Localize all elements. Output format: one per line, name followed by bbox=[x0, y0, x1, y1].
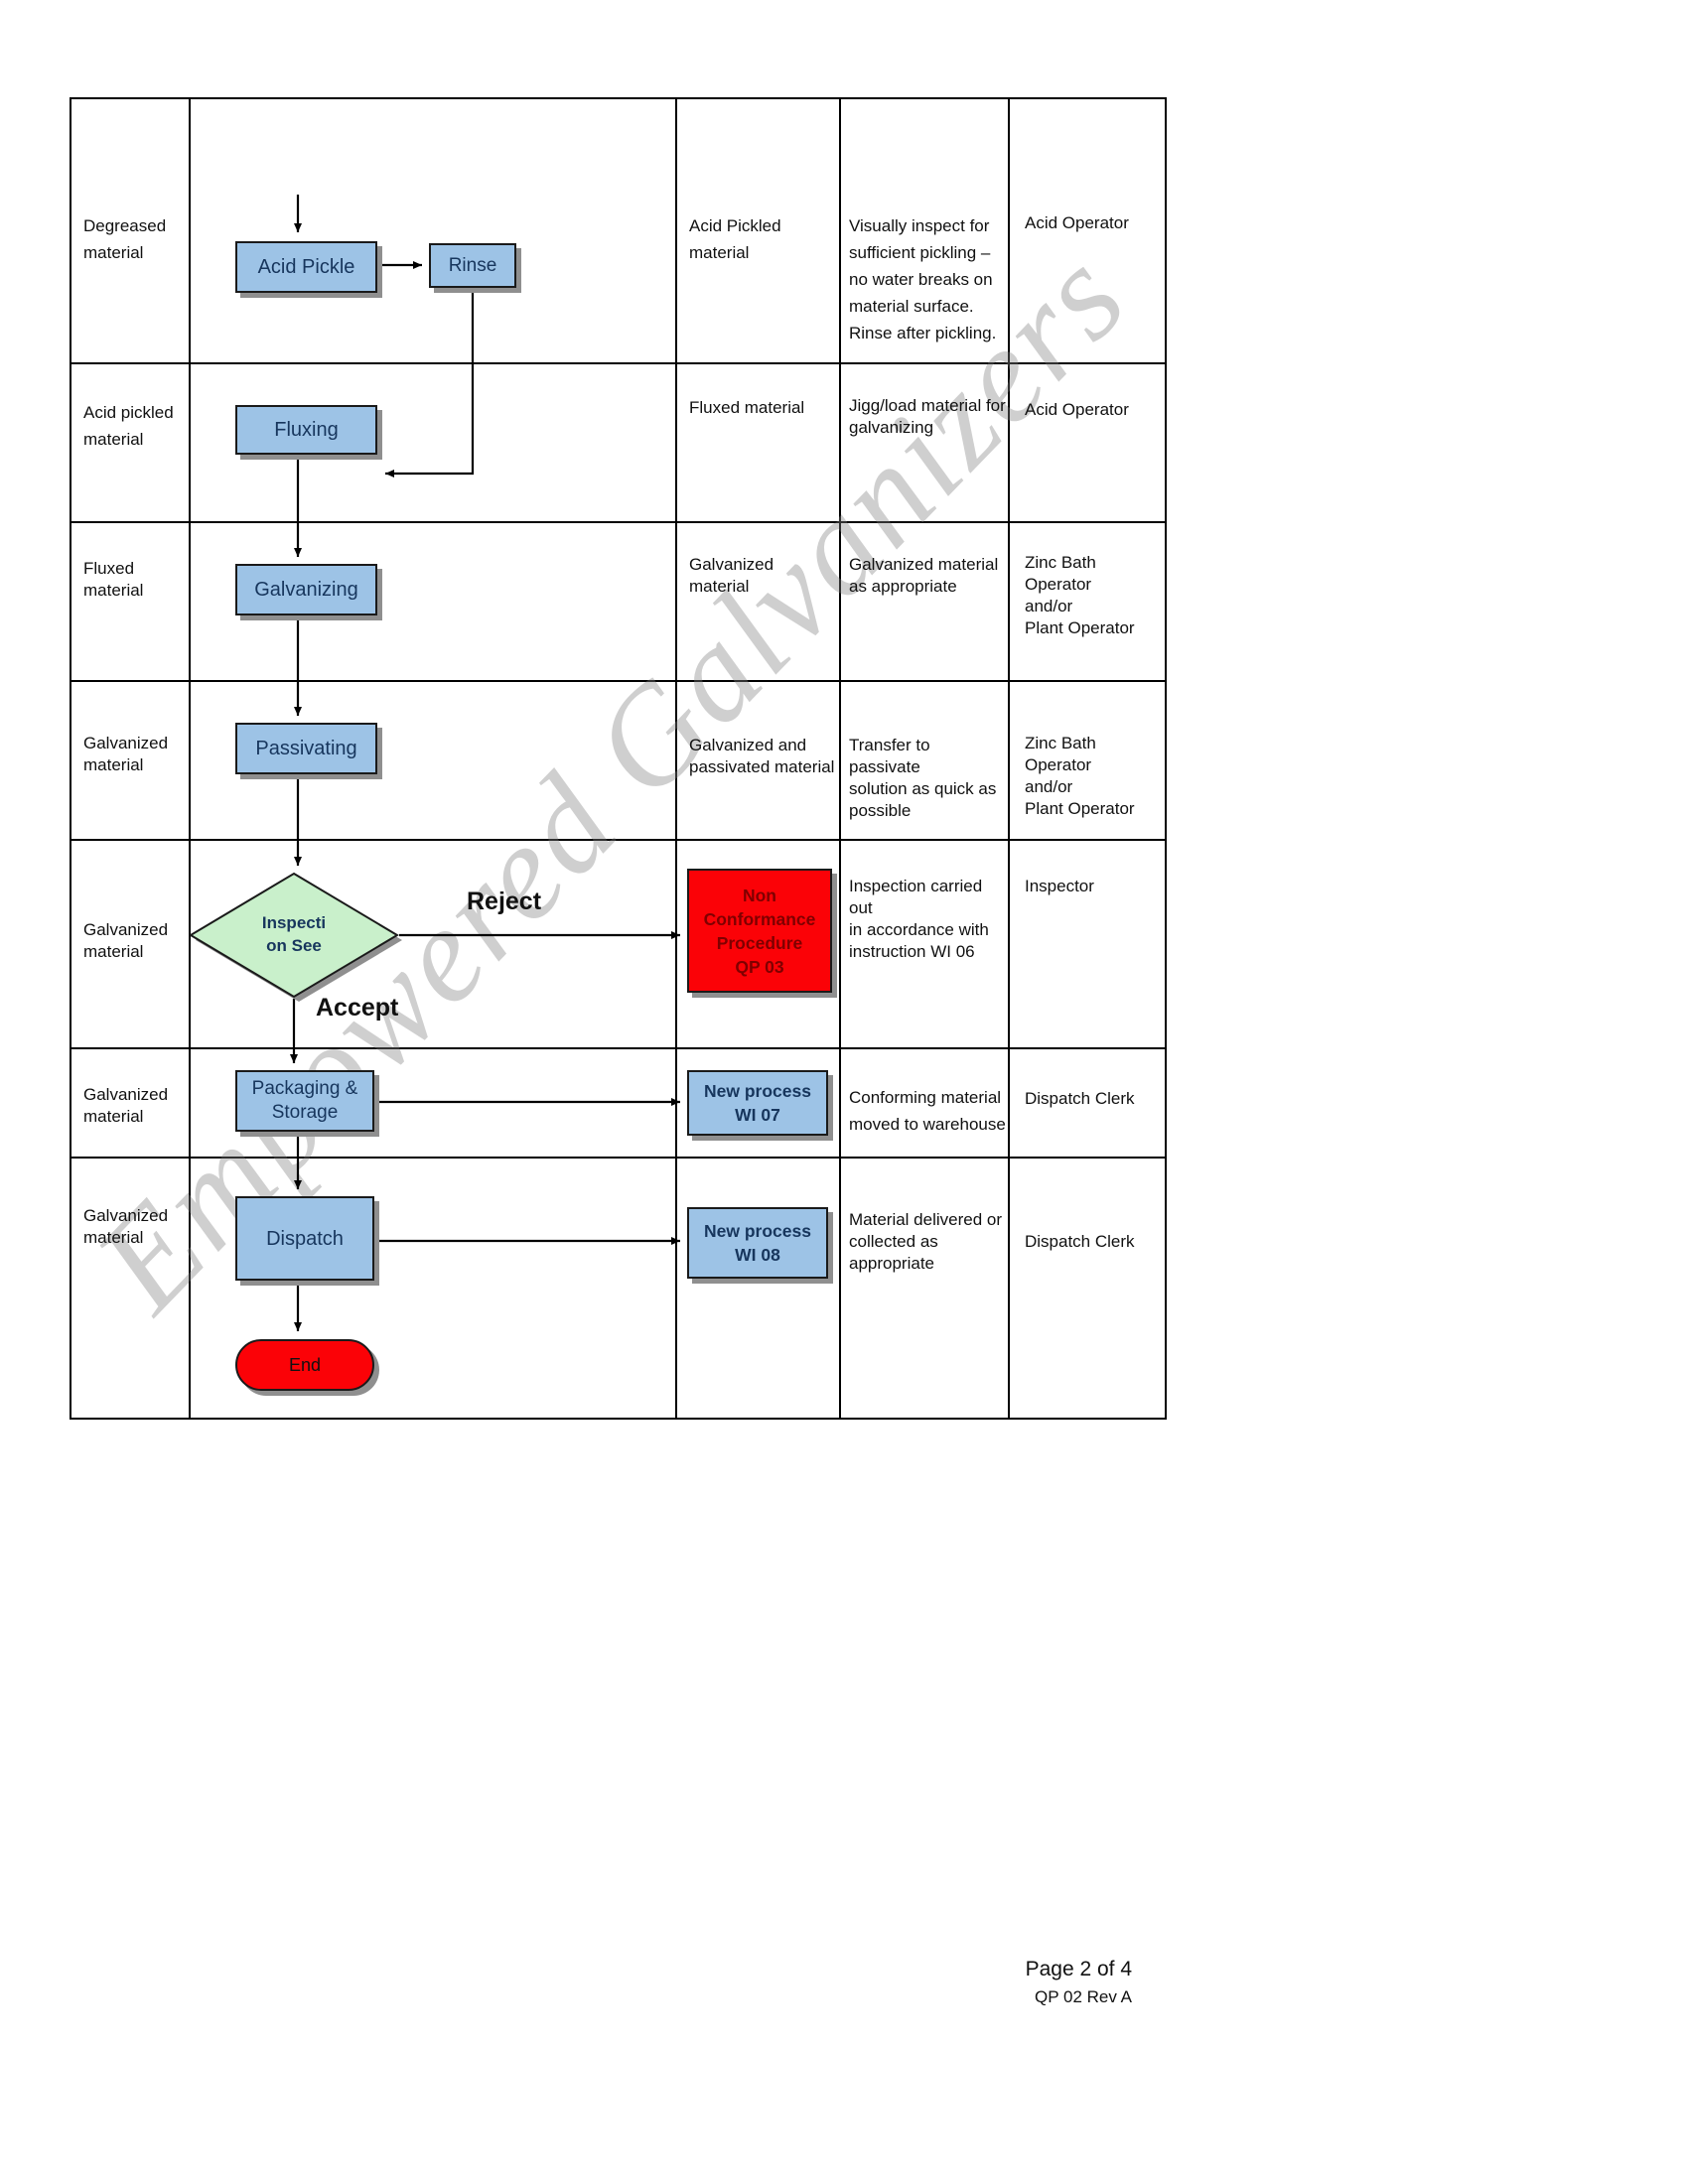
row3-responsible: Zinc Bath Operator and/or Plant Operator bbox=[1025, 734, 1135, 818]
row0-input-material: Degreased material bbox=[83, 216, 167, 262]
flow-node-packaging-storage: Packaging & Storage bbox=[235, 1070, 374, 1132]
grid-line-col4 bbox=[1008, 97, 1010, 1420]
grid-line-col3 bbox=[839, 97, 841, 1420]
row2-output-material: Galvanized material bbox=[689, 555, 774, 596]
table-frame bbox=[70, 97, 1167, 1420]
flow-node-dispatch: Dispatch bbox=[235, 1196, 374, 1281]
flow-node-end: End bbox=[235, 1339, 374, 1391]
row2-responsible: Zinc Bath Operator and/or Plant Operator bbox=[1025, 553, 1135, 637]
row2-input-material: Fluxed material bbox=[83, 559, 144, 600]
row0-responsible: Acid Operator bbox=[1025, 213, 1129, 232]
row1-output-material: Fluxed material bbox=[689, 398, 805, 417]
row1-responsible: Acid Operator bbox=[1025, 400, 1129, 419]
row4-input-material: Galvanized material bbox=[83, 920, 169, 961]
flow-node-fluxing: Fluxing bbox=[235, 405, 377, 455]
footer-page-number: Page 2 of 4 bbox=[1025, 1958, 1132, 1980]
flow-node-new-process-wi07: New process WI 07 bbox=[687, 1070, 828, 1136]
grid-line-row4 bbox=[70, 839, 1167, 841]
row2-description: Galvanized material as appropriate bbox=[849, 555, 999, 596]
flow-node-non-conformance: Non Conformance Procedure QP 03 bbox=[687, 869, 832, 993]
grid-line-row1 bbox=[70, 362, 1167, 364]
grid-line-col1 bbox=[189, 97, 191, 1420]
grid-line-row5 bbox=[70, 1047, 1167, 1049]
flow-node-galvanizing: Galvanizing bbox=[235, 564, 377, 615]
row5-responsible: Dispatch Clerk bbox=[1025, 1089, 1135, 1108]
row3-input-material: Galvanized material bbox=[83, 734, 169, 774]
footer-revision: QP 02 Rev A bbox=[1035, 1987, 1132, 2006]
accept-branch-label: Accept bbox=[316, 994, 399, 1022]
row3-output-material: Galvanized and passivated material bbox=[689, 736, 835, 776]
flow-node-new-process-wi08: New process WI 08 bbox=[687, 1207, 828, 1279]
row5-input-material: Galvanized material bbox=[83, 1085, 169, 1126]
flow-node-rinse: Rinse bbox=[429, 243, 516, 288]
grid-line-row3 bbox=[70, 680, 1167, 682]
grid-line-row6 bbox=[70, 1157, 1167, 1159]
row0-description: Visually inspect for sufficient pickling… bbox=[849, 216, 997, 342]
row1-description: Jigg/load material for galvanizing bbox=[849, 396, 1006, 437]
row0-output-material: Acid Pickled material bbox=[689, 216, 781, 262]
grid-line-row2 bbox=[70, 521, 1167, 523]
row4-responsible: Inspector bbox=[1025, 877, 1094, 895]
row6-responsible: Dispatch Clerk bbox=[1025, 1232, 1135, 1251]
row1-input-material: Acid pickled material bbox=[83, 403, 174, 449]
row5-description: Conforming material moved to warehouse bbox=[849, 1088, 1006, 1134]
page-footer: Page 2 of 4 QP 02 Rev A bbox=[894, 1958, 1132, 2007]
flow-node-acid-pickle: Acid Pickle bbox=[235, 241, 377, 293]
row3-description: Transfer to passivate solution as quick … bbox=[849, 736, 997, 820]
flow-node-inspection-label: Inspecti on See bbox=[261, 913, 327, 955]
row6-description: Material delivered or collected as appro… bbox=[849, 1210, 1003, 1273]
grid-line-col2 bbox=[675, 97, 677, 1420]
reject-branch-label: Reject bbox=[467, 887, 542, 915]
row6-input-material: Galvanized material bbox=[83, 1206, 169, 1247]
row4-description: Inspection carried out in accordance wit… bbox=[849, 877, 989, 961]
flow-node-passivating: Passivating bbox=[235, 723, 377, 774]
